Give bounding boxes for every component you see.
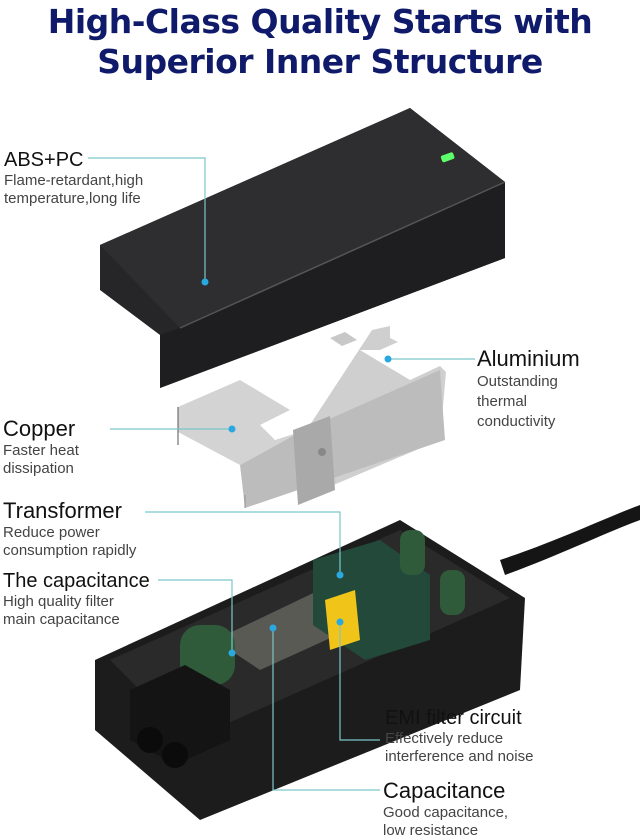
page-title: High-Class Quality Starts with Superior …: [0, 2, 640, 82]
screw-icon: [318, 448, 326, 456]
callout-heading: ABS+PC: [4, 149, 84, 171]
callout-heading: Transformer: [3, 498, 122, 523]
callout-heading: Capacitance: [383, 778, 506, 803]
callout-desc: thermal: [477, 393, 528, 410]
leader-dots: [201, 278, 392, 657]
callout-heading: The capacitance: [3, 570, 150, 592]
title-line-2: Superior Inner Structure: [97, 42, 543, 81]
callout-desc: main capacitance: [3, 611, 120, 628]
callout-transformer: Transformer Reduce power consumption rap…: [3, 498, 136, 560]
callout-desc: Reduce power: [3, 524, 100, 541]
callout-heading: Copper: [3, 416, 76, 441]
callout-capacitance: Capacitance Good capacitance, low resist…: [383, 778, 508, 840]
callout-abs-pc: ABS+PC Flame-retardant,high temperature,…: [4, 148, 143, 208]
callout-desc: low resistance: [383, 822, 479, 839]
callout-desc: conductivity: [477, 413, 556, 430]
callout-desc: Effectively reduce: [385, 730, 504, 747]
callout-desc: High quality filter: [3, 593, 114, 610]
led-indicator-icon: [440, 152, 455, 163]
leader-lines: [88, 157, 475, 791]
metal-shield: [177, 326, 446, 508]
callout-heading: Aluminium: [477, 346, 580, 371]
callout-desc: Flame-retardant,high: [4, 172, 144, 189]
callout-desc: consumption rapidly: [3, 542, 137, 559]
callout-emi-filter: EMI filter circuit Effectively reduce in…: [385, 706, 533, 766]
callout-heading: EMI filter circuit: [385, 707, 522, 729]
title-line-1: High-Class Quality Starts with: [47, 2, 593, 41]
top-lid: [100, 108, 506, 388]
callout-desc: Outstanding: [477, 373, 558, 390]
callout-aluminium: Aluminium Outstanding thermal conductivi…: [477, 346, 580, 432]
callout-desc: Faster heat: [3, 442, 79, 459]
callout-the-capacitance: The capacitance High quality filter main…: [3, 569, 150, 629]
power-cable: [500, 505, 640, 575]
callout-desc: dissipation: [3, 460, 74, 477]
callout-desc: temperature,long life: [4, 190, 141, 207]
callout-copper: Copper Faster heat dissipation: [3, 416, 79, 478]
bottom-case: [95, 505, 640, 820]
callout-desc: interference and noise: [385, 748, 534, 765]
callout-desc: Good capacitance,: [383, 804, 509, 821]
